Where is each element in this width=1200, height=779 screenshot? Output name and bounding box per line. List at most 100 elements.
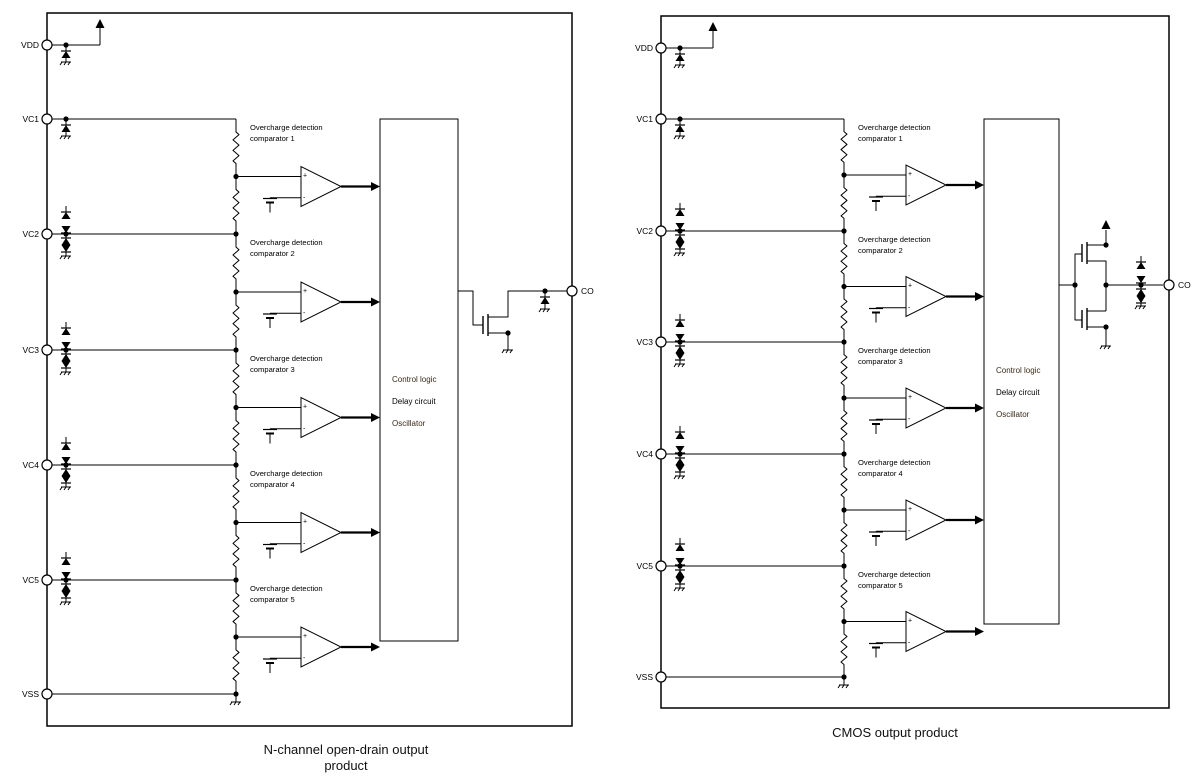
plus-sign: + bbox=[908, 394, 912, 401]
minus-sign: - bbox=[303, 425, 306, 432]
protection-diode bbox=[61, 591, 71, 599]
wire bbox=[67, 486, 71, 491]
ground-symbol bbox=[673, 363, 685, 368]
protection-diode bbox=[675, 208, 685, 216]
wire bbox=[1107, 345, 1111, 350]
wire bbox=[681, 475, 685, 480]
protection-diode bbox=[1136, 296, 1146, 304]
plus-sign: + bbox=[303, 633, 307, 640]
resistor bbox=[232, 234, 240, 292]
comparator-triangle bbox=[300, 165, 343, 208]
pin-label-vdd: VDD bbox=[21, 40, 39, 50]
junction-dot bbox=[841, 228, 847, 234]
pin-label-vc4: VC4 bbox=[636, 449, 653, 459]
minus-sign: - bbox=[303, 655, 306, 662]
wire bbox=[488, 332, 509, 347]
diode-body bbox=[675, 577, 685, 584]
logic-label: Control logic bbox=[392, 375, 436, 384]
pin-label-vc5: VC5 bbox=[22, 575, 39, 585]
wire bbox=[63, 255, 67, 260]
diode-body bbox=[1136, 296, 1146, 303]
reference-voltage bbox=[263, 658, 277, 664]
wire bbox=[63, 486, 67, 491]
comparator-triangle bbox=[905, 164, 948, 206]
reference-voltage bbox=[869, 642, 883, 649]
wire bbox=[1087, 326, 1107, 340]
protection-diode bbox=[540, 296, 550, 304]
wire bbox=[59, 61, 63, 66]
protection-diode bbox=[675, 465, 685, 473]
arrow-head bbox=[95, 19, 105, 28]
resistor-zigzag bbox=[232, 292, 240, 350]
right-caption: CMOS output product bbox=[765, 725, 1025, 741]
comparator: +- bbox=[905, 610, 948, 653]
ground-symbol bbox=[538, 308, 550, 313]
comparator-label: comparator 1 bbox=[250, 134, 295, 143]
logic-label: Oscillator bbox=[996, 410, 1030, 419]
resistor bbox=[840, 510, 848, 566]
wire bbox=[59, 371, 63, 376]
wire bbox=[505, 349, 509, 354]
comparator-label: comparator 3 bbox=[858, 357, 903, 366]
protection-diode bbox=[61, 572, 71, 580]
arrow-head bbox=[975, 180, 984, 190]
comparator-triangle bbox=[300, 511, 343, 554]
protection-diode bbox=[675, 334, 685, 342]
reference-voltage bbox=[263, 197, 277, 204]
arrow-head bbox=[975, 403, 984, 413]
ground-symbol bbox=[501, 349, 513, 354]
protection-diode bbox=[675, 569, 685, 577]
reference-voltage bbox=[869, 419, 883, 425]
protection-diode bbox=[61, 211, 71, 219]
wire bbox=[237, 701, 241, 706]
comparator-label: Overcharge detection bbox=[858, 123, 931, 132]
minus-sign: - bbox=[303, 194, 306, 201]
reference-voltage bbox=[869, 531, 883, 537]
resistor bbox=[840, 566, 848, 622]
wire bbox=[229, 701, 233, 706]
diode-body bbox=[675, 432, 685, 439]
right-caption-text: CMOS output product bbox=[832, 725, 958, 740]
reference-voltage bbox=[869, 196, 883, 202]
reference-voltage bbox=[263, 313, 277, 319]
comparator-label: comparator 4 bbox=[858, 469, 903, 478]
protection-diode bbox=[61, 124, 71, 132]
resistor-zigzag bbox=[840, 119, 848, 175]
pin-label-vdd: VDD bbox=[635, 43, 653, 53]
resistor bbox=[232, 637, 240, 694]
comparator-label: Overcharge detection bbox=[858, 235, 931, 244]
comparator: +- bbox=[300, 165, 343, 208]
diode-body bbox=[61, 457, 71, 464]
wire bbox=[63, 601, 67, 606]
protection-diode bbox=[675, 446, 685, 454]
diode-body bbox=[61, 245, 71, 252]
resistor bbox=[232, 119, 240, 177]
wire bbox=[488, 290, 567, 318]
resistor-zigzag bbox=[232, 234, 240, 292]
logic-label: Control logic bbox=[996, 366, 1040, 375]
logic-label: Delay circuit bbox=[996, 388, 1040, 397]
wire bbox=[837, 684, 841, 689]
wire bbox=[681, 252, 685, 257]
left-caption-line1: N-channel open-drain output bbox=[263, 742, 429, 757]
ground-symbol bbox=[673, 475, 685, 480]
control-logic-box bbox=[379, 118, 459, 642]
cmos-output: CO bbox=[1059, 220, 1191, 350]
resistor-zigzag bbox=[232, 407, 240, 465]
protection-diode bbox=[61, 245, 71, 253]
junction-dot bbox=[233, 231, 239, 237]
resistor bbox=[840, 342, 848, 398]
diode-body bbox=[61, 558, 71, 565]
plus-sign: + bbox=[303, 288, 307, 295]
plus-sign: + bbox=[908, 171, 912, 178]
diode-body bbox=[675, 54, 685, 61]
minus-sign: - bbox=[908, 528, 911, 535]
pin-label-vc2: VC2 bbox=[636, 226, 653, 236]
wire bbox=[67, 61, 71, 66]
wire bbox=[67, 601, 71, 606]
comparator: +- bbox=[300, 626, 343, 668]
